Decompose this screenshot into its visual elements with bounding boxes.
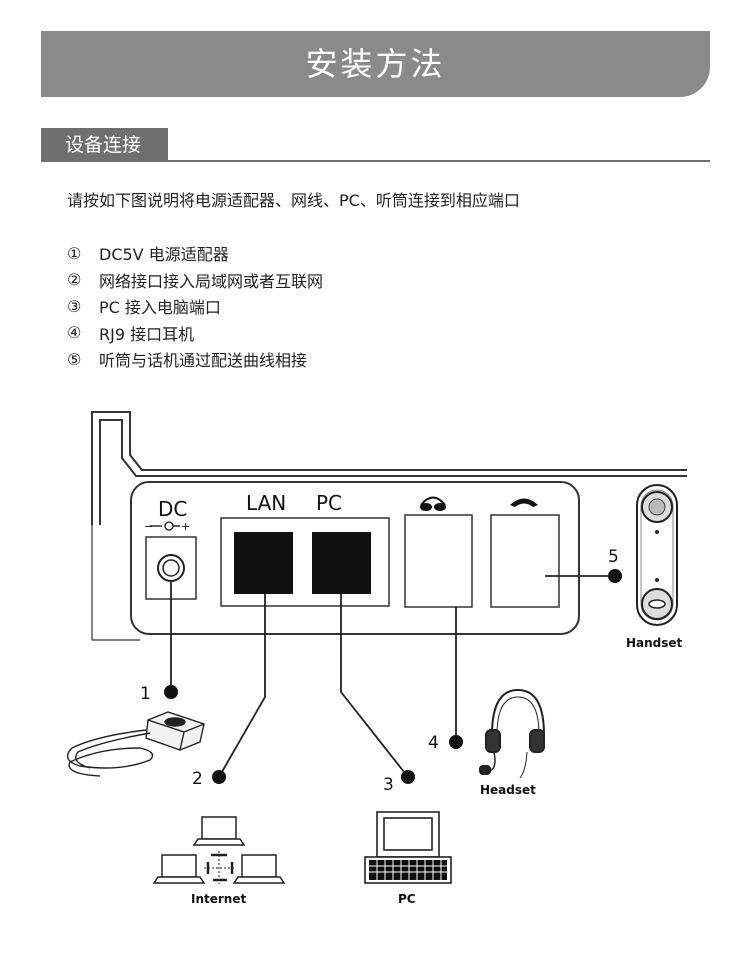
- handset-port[interactable]: [490, 514, 560, 608]
- list-item: ② 网络接口接入局域网或者互联网: [67, 267, 323, 294]
- dc-plus-label: +: [181, 520, 190, 533]
- callout-number-1: 1: [140, 684, 151, 704]
- power-adapter-icon: [66, 711, 205, 777]
- step-text: RJ9 接口耳机: [99, 324, 195, 344]
- list-item: ③ PC 接入电脑端口: [67, 293, 323, 320]
- handset-port-icon: [510, 498, 538, 507]
- dc-port-label: DC: [158, 497, 187, 521]
- callout-number-5: 5: [608, 547, 619, 567]
- handset-icon: [636, 484, 678, 626]
- dc-polarity-icon: [150, 521, 180, 531]
- dc-minus-label: −: [144, 520, 153, 533]
- callout-number-2: 2: [192, 769, 203, 789]
- internet-label: Internet: [191, 892, 246, 906]
- pc-label: PC: [398, 892, 416, 906]
- list-item: ⑤ 听筒与话机通过配送曲线相接: [67, 346, 323, 373]
- headset-label: Headset: [480, 783, 536, 797]
- network-icon: [152, 816, 286, 884]
- pc-port-label: PC: [316, 491, 342, 515]
- section-divider: [41, 160, 710, 162]
- header-banner: 安装方法: [41, 31, 710, 97]
- lan-port[interactable]: [234, 532, 293, 594]
- computer-icon: [364, 811, 452, 884]
- step-list: ① DC5V 电源适配器 ② 网络接口接入局域网或者互联网 ③ PC 接入电脑端口 ④…: [67, 240, 323, 373]
- headset-icon: [479, 688, 545, 779]
- step-number: ②: [67, 270, 82, 290]
- cables: [170, 575, 615, 778]
- callout-number-3: 3: [383, 775, 394, 795]
- callout-dot-4: [449, 735, 463, 749]
- section-title: 设备连接: [41, 128, 168, 162]
- handset-label: Handset: [626, 636, 683, 650]
- headset-port-icon: [420, 496, 446, 511]
- pc-port[interactable]: [312, 532, 371, 594]
- step-text: DC5V 电源适配器: [99, 245, 229, 265]
- callout-dot-2: [212, 770, 226, 784]
- phone-base: [91, 411, 687, 641]
- lan-port-label: LAN: [246, 491, 286, 515]
- list-item: ① DC5V 电源适配器: [67, 240, 323, 267]
- page-title: 安装方法: [305, 45, 446, 83]
- callout-dot-1: [164, 685, 178, 699]
- step-number: ③: [67, 296, 82, 316]
- callout-dot-3: [401, 770, 415, 784]
- list-item: ④ RJ9 接口耳机: [67, 320, 323, 347]
- headset-port[interactable]: [404, 514, 473, 608]
- callout-number-4: 4: [428, 733, 439, 753]
- step-text: 听筒与话机通过配送曲线相接: [99, 351, 308, 371]
- callout-dot-5: [608, 569, 622, 583]
- step-number: ⑤: [67, 349, 82, 369]
- step-number: ①: [67, 243, 82, 263]
- intro-text: 请按如下图说明将电源适配器、网线、PC、听筒连接到相应端口: [67, 191, 520, 210]
- step-number: ④: [67, 323, 82, 343]
- step-text: 网络接口接入局域网或者互联网: [99, 271, 324, 291]
- step-text: PC 接入电脑端口: [99, 298, 221, 318]
